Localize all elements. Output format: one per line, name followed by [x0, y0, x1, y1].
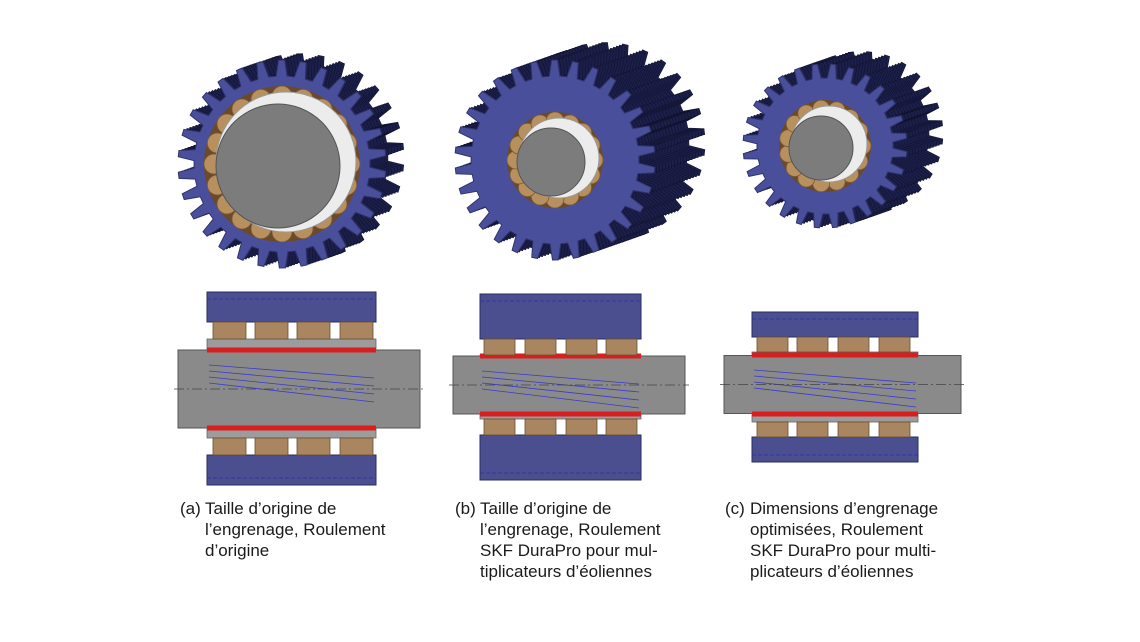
bearing-icon: [756, 421, 789, 438]
gear-section-bottom: [479, 434, 642, 481]
bearing-icon: [878, 336, 911, 353]
helix-line: [753, 387, 917, 408]
bearing-icon: [483, 338, 516, 356]
bearing-icon: [254, 437, 289, 456]
helix-line: [753, 369, 917, 384]
red-ring-top: [480, 353, 641, 359]
bearing-icon: [524, 418, 557, 436]
caption-a-line-2: l’engrenage, Roulement: [205, 520, 386, 539]
bearing-icon: [565, 418, 598, 436]
caption-c-line-3: SKF DuraPro pour multi-: [750, 541, 937, 560]
bearing-icon: [483, 418, 516, 436]
gear-3d-a: [177, 53, 405, 269]
caption-b-line-3: SKF DuraPro pour mul-: [480, 541, 658, 560]
helix-line: [481, 370, 640, 385]
bearing-icon: [339, 321, 374, 340]
red-ring-bottom: [207, 425, 376, 431]
gear-section-top: [206, 291, 377, 323]
bearing-icon: [212, 437, 247, 456]
bearing-icon: [605, 338, 638, 356]
red-ring-bottom: [752, 411, 918, 417]
bearing-icon: [796, 336, 829, 353]
helix-line: [208, 376, 375, 395]
caption-c-label: (c): [725, 499, 745, 518]
bearing-icon: [524, 338, 557, 356]
helix-line: [208, 382, 375, 403]
bearing-icon: [605, 418, 638, 436]
caption-b-line-1: Taille d’origine de: [480, 499, 612, 518]
bearing-icon: [296, 321, 331, 340]
caption-c-line-2: optimisées, Roulement: [750, 520, 923, 539]
bearing-icon: [878, 421, 911, 438]
caption-b-line-4: tiplicateurs d’éoliennes: [480, 562, 652, 581]
helix-line: [481, 382, 640, 401]
red-ring-bottom: [480, 411, 641, 417]
gear-section-top: [751, 311, 919, 338]
gear-3d-b: [454, 42, 706, 261]
helix-line: [481, 388, 640, 409]
gear-cross-sections: [174, 291, 965, 486]
bearing-icon: [837, 336, 870, 353]
gear-section-top: [479, 293, 642, 340]
gear-3d-c: [742, 51, 944, 229]
bearing-icon: [254, 321, 289, 340]
caption-a-label: (a): [180, 499, 201, 518]
caption-b-line-2: l’engrenage, Roulement: [480, 520, 661, 539]
section-a: [174, 291, 424, 486]
caption-a-line-3: d’origine: [205, 541, 270, 560]
bearing-icon: [796, 421, 829, 438]
bearing-icon: [837, 421, 870, 438]
section-b: [449, 293, 689, 481]
gear-3d-views: [177, 42, 944, 269]
red-ring-top: [207, 347, 376, 353]
section-c: [720, 311, 965, 463]
bearing-icon: [296, 437, 331, 456]
red-ring-top: [752, 352, 918, 358]
helix-line: [481, 376, 640, 393]
bearing-icon: [565, 338, 598, 356]
bearing-icon: [756, 336, 789, 353]
helix-line: [208, 364, 375, 379]
gear-section-bottom: [206, 454, 377, 486]
bearing-icon: [339, 437, 374, 456]
shaft-icon: [788, 115, 854, 181]
caption-c-line-4: plicateurs d’éoliennes: [750, 562, 914, 581]
gear-section-bottom: [751, 436, 919, 463]
helix-line: [208, 370, 375, 387]
helix-line: [753, 375, 917, 392]
caption-b-label: (b): [455, 499, 476, 518]
caption-a-line-1: Taille d’origine de: [205, 499, 337, 518]
caption-c-line-1: Dimensions d’engrenage: [750, 499, 939, 518]
shaft-icon: [215, 103, 341, 229]
bearing-icon: [212, 321, 247, 340]
shaft-icon: [516, 127, 586, 197]
